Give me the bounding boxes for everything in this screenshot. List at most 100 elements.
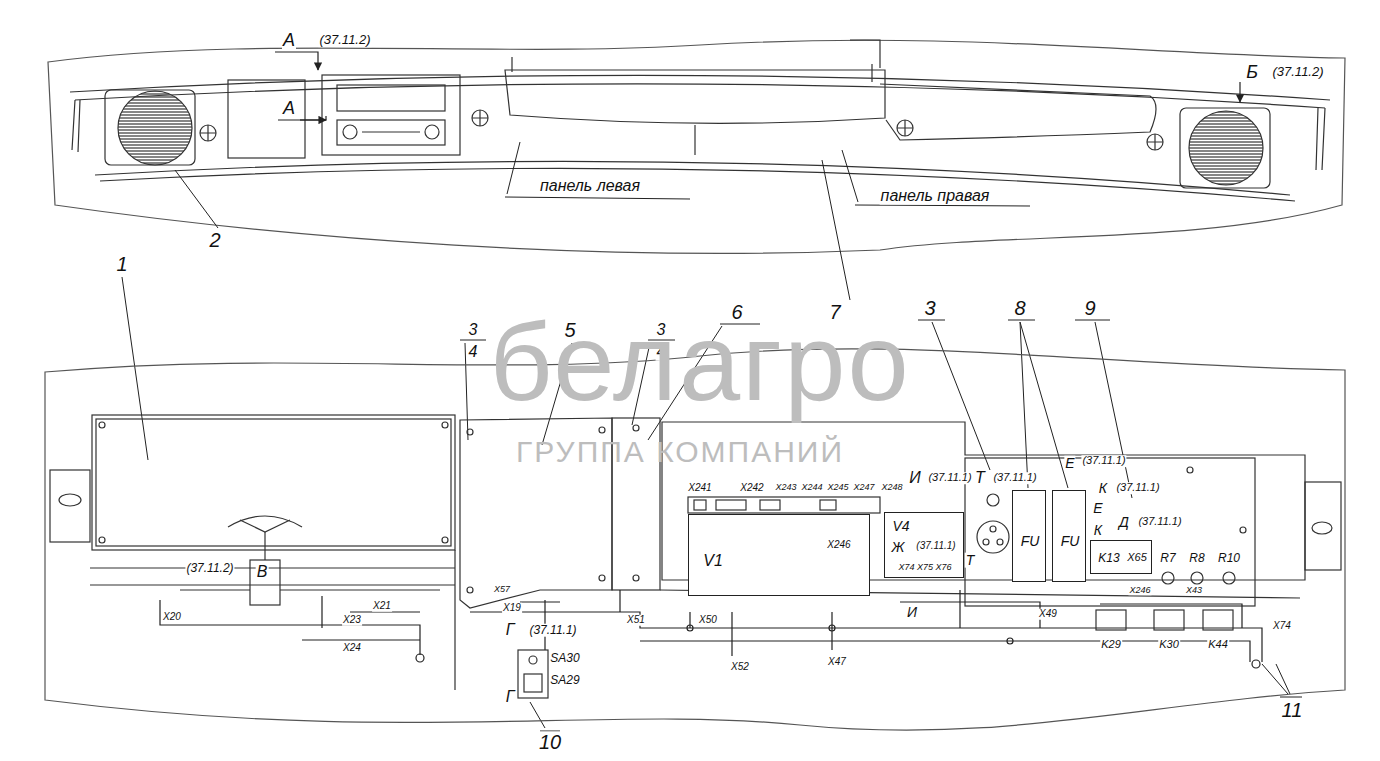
part-label: SA29 (549, 674, 580, 687)
drawing-part (687, 625, 693, 631)
drawing-part (1189, 111, 1263, 185)
drawing-part (105, 90, 1270, 188)
watermark: белагро (488, 304, 911, 420)
drawing-part (599, 575, 605, 581)
drawing-part (977, 521, 1009, 553)
drawing-part (105, 90, 195, 165)
drawing-part (620, 590, 832, 656)
drawing-part (965, 458, 1255, 606)
drawing-part (1223, 572, 1235, 584)
part-label: Е (1092, 501, 1103, 516)
part-label: K30 (1158, 639, 1180, 651)
part-label: X23 (342, 615, 362, 626)
drawing-part (518, 650, 548, 698)
drawing-part (688, 497, 880, 513)
drawing-part (983, 539, 989, 545)
part-label: (37.11.2) (1271, 65, 1324, 79)
drawing-part (467, 587, 473, 593)
part-label: X245 (826, 483, 849, 492)
drawing-part (820, 500, 836, 510)
part-label: R10 (1217, 552, 1241, 565)
callout-number: А (282, 99, 296, 118)
drawing-part (275, 52, 318, 70)
drawing-part (694, 125, 695, 155)
drawing-part (50, 470, 90, 542)
drawing-part (302, 596, 420, 640)
component-label: X74 X75 X76 (898, 563, 951, 572)
part-label: X49 (1038, 609, 1058, 620)
drawing-part (1187, 467, 1193, 473)
drawing-part (460, 340, 486, 440)
drawing-part (416, 654, 424, 662)
part-label: Г (505, 689, 516, 706)
part-label: (37.11.1) (1115, 482, 1160, 494)
drawing-part (1096, 610, 1233, 630)
drawing-part (1191, 572, 1203, 584)
drawing-part (760, 500, 780, 510)
drawing-part (48, 40, 1345, 253)
drawing-part (977, 494, 1009, 553)
drawing-part (122, 142, 1302, 731)
part-label: X244 (800, 483, 823, 492)
drawing-part (599, 427, 605, 433)
part-label: X248 (880, 483, 903, 492)
drawing-part (1008, 320, 1068, 488)
part-label: X241 (687, 483, 712, 494)
component-label: V1 (703, 553, 723, 570)
drawing-part (900, 590, 1040, 628)
component-label: V4 (892, 519, 909, 534)
drawing-part (1180, 108, 1270, 188)
part-label: Т (965, 553, 976, 568)
drawing-part (99, 422, 105, 428)
drawing-part (250, 560, 280, 605)
drawing-part (1147, 134, 1163, 150)
drawing-part (90, 415, 1305, 690)
drawing-part (1100, 604, 1242, 628)
drawing-part (228, 80, 305, 158)
part-label: Т (974, 470, 986, 487)
part-label: панель правая (880, 188, 991, 205)
drawing-part (918, 320, 990, 470)
part-label: X57 (493, 585, 511, 594)
drawing-part (467, 429, 473, 435)
callout-number: 3 (923, 298, 936, 319)
drawing-part (472, 110, 488, 126)
drawing-part (442, 422, 448, 428)
drawing-part (822, 160, 850, 300)
drawing-part (425, 125, 439, 139)
part-label: Е (1064, 456, 1075, 471)
drawing-part (122, 277, 148, 460)
drawing-part (633, 425, 639, 431)
drawing-part (880, 84, 1156, 140)
drawing-part (716, 500, 746, 510)
drawing-part (529, 656, 537, 664)
drawing-part (1312, 522, 1332, 534)
component-box: V1X246 (688, 514, 870, 596)
callout-number: А (282, 31, 296, 50)
part-label: K44 (1207, 639, 1229, 651)
drawing-part (48, 40, 1345, 253)
callout-number: Б (1245, 63, 1259, 82)
drawing-part (842, 150, 1030, 206)
part-label: (37.11.1) (1137, 516, 1182, 528)
drawing-part (633, 575, 639, 581)
part-label: И (908, 470, 921, 487)
part-label: (37.11.1) (1081, 455, 1126, 467)
part-label: 4 (468, 344, 479, 361)
part-label: SA30 (549, 652, 580, 665)
part-label: (37.11.2) (185, 562, 234, 575)
part-label: X51 (626, 615, 646, 626)
part-label: K29 (1100, 639, 1122, 651)
drawing-part (470, 612, 1262, 662)
component-box: K13X65 (1090, 540, 1152, 574)
component-label: FU (1021, 534, 1040, 549)
callout-number: 11 (1281, 700, 1304, 721)
callout-number: 2 (208, 230, 221, 251)
drawing-part (95, 161, 1290, 195)
part-label: X50 (698, 615, 718, 626)
part-label: (37.11.1) (528, 624, 577, 637)
part-label: X52 (730, 662, 750, 673)
drawing-part (160, 590, 1262, 668)
drawing-part (96, 419, 451, 546)
